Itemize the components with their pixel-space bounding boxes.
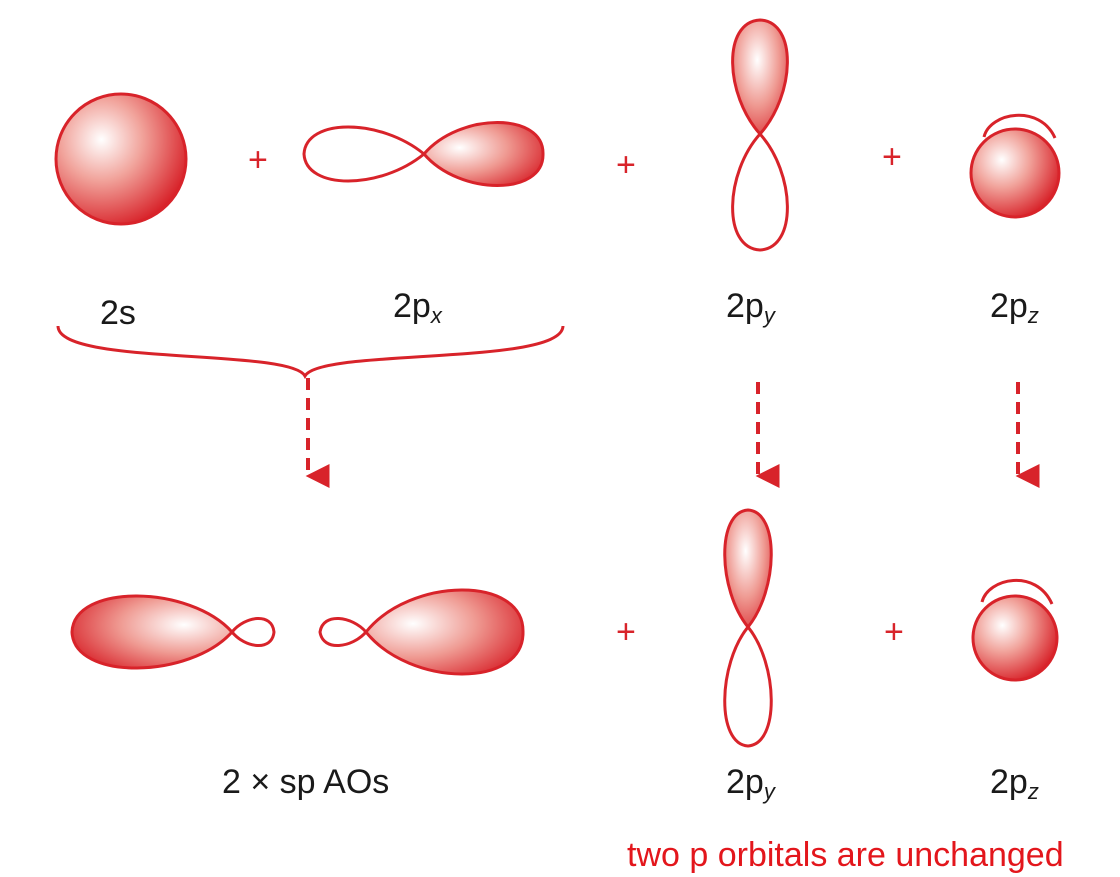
orbital-2s [54, 92, 188, 226]
plus-sign: + [616, 146, 636, 184]
label-2py-unchanged: 2py [726, 763, 775, 804]
orbital-2pz-unchanged-back-lobe [980, 578, 1054, 605]
orbital-2py-empty-lobe [731, 131, 789, 252]
plus-sign: + [616, 613, 636, 651]
orbital-2px-filled-lobe [422, 121, 545, 187]
plus-sign: + [882, 138, 902, 176]
orbital-sp-left-small-lobe [230, 617, 276, 647]
orbital-sp-right-large-lobe [364, 588, 525, 676]
combine-brace [56, 325, 565, 380]
label-2pz: 2pz [990, 287, 1039, 328]
unchanged-note: two p orbitals are unchanged [627, 836, 1064, 874]
label-2s: 2s [100, 294, 136, 332]
orbital-2px [302, 121, 545, 187]
orbital-2pz-front-lobe [969, 127, 1061, 219]
label-2px: 2px [393, 287, 442, 328]
orbital-2px-empty-lobe [302, 125, 427, 183]
orbital-2py-unchanged-filled-lobe [723, 508, 773, 630]
label-sp-aos: 2 × sp AOs [222, 763, 390, 801]
orbital-2py-filled-lobe [731, 18, 789, 137]
label-2pz-unchanged: 2pz [990, 763, 1039, 804]
orbital-sp-left-large-lobe [70, 594, 235, 670]
orbital-2pz-back-lobe [982, 113, 1057, 139]
orbital-2py [731, 18, 789, 252]
orbital-2pz-unchanged [971, 578, 1059, 682]
plus-sign: + [884, 613, 904, 651]
orbital-sp-left [70, 594, 276, 670]
plus-sign: + [248, 141, 268, 179]
orbital-sp-right [318, 588, 525, 676]
orbital-2py-unchanged-empty-lobe [723, 624, 773, 748]
orbital-2pz [969, 113, 1061, 219]
label-2py: 2py [726, 287, 775, 328]
orbital-2py-unchanged [723, 508, 773, 748]
orbital-sp-right-small-lobe [318, 617, 368, 647]
orbital-2pz-unchanged-front-lobe [971, 594, 1059, 682]
